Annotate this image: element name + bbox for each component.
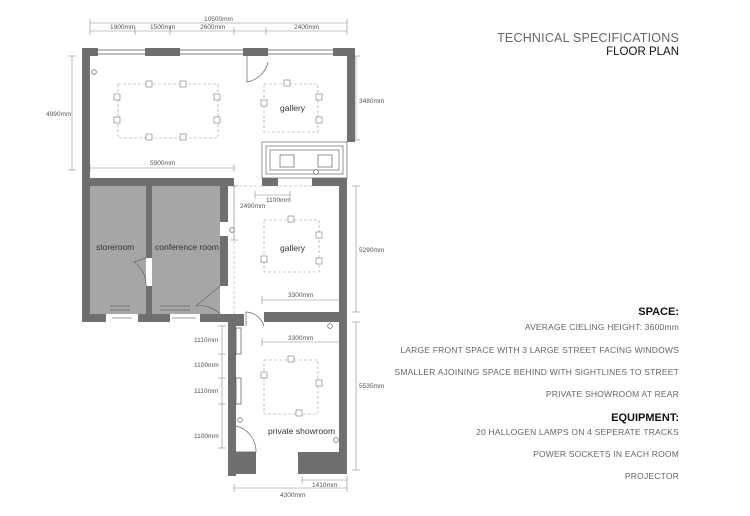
door-swings (133, 56, 269, 453)
dim-right-middle: 5290mm (359, 247, 384, 254)
top-windows (98, 49, 333, 55)
dim-mid-height-left: 2490mm (240, 203, 265, 210)
power-sockets (91, 69, 339, 443)
dim-top-3: 2600mm (200, 24, 225, 31)
dim-right-front: 3480mm (359, 98, 384, 105)
dim-left-height: 4990mm (46, 111, 71, 118)
dim-top-2: 1500mm (150, 24, 175, 31)
dimension-labels: 10500mm 1900mm 1500mm 2600mm 2400mm 4990… (46, 16, 384, 499)
dim-bottom-right: 1410mm (312, 482, 337, 489)
room-label-gallery-front: gallery (280, 103, 306, 113)
equipment-heading: EQUIPMENT: (611, 412, 679, 424)
space-line-4: PRIVATE SHOWROOM AT REAR (545, 389, 679, 399)
dim-right-rear: 5535mm (359, 383, 384, 390)
walls (82, 48, 355, 476)
corridor-lines (233, 185, 340, 314)
space-line-3: SMALLER AJOINING SPACE BEHIND WITH SIGHT… (394, 367, 679, 377)
equipment-line-3: PROJECTOR (624, 471, 679, 481)
room-label-showroom: private showroom (268, 426, 335, 436)
room-label-gallery-middle: gallery (280, 243, 306, 253)
dim-rear-width-top: 3300mm (288, 335, 313, 342)
halogen-lamps (113, 79, 323, 417)
storeroom-fill (90, 186, 146, 314)
space-heading: SPACE: (638, 306, 679, 318)
spec-title: TECHNICAL SPECIFICATIONS (497, 31, 679, 45)
dim-mid-width-top: 1100mm (266, 197, 291, 204)
conference-room-fill (152, 186, 220, 314)
dim-bottom-total: 4300mm (280, 492, 305, 499)
spec-subtitle: FLOOR PLAN (606, 46, 679, 58)
vent-grills (110, 305, 196, 319)
space-line-1: AVERAGE CIELING HEIGHT: 3600mm (524, 322, 679, 332)
dim-top-4: 2400mm (294, 24, 319, 31)
equipment-line-2: POWER SOCKETS IN EACH ROOM (533, 449, 679, 459)
room-labels: gallery gallery storeroom conference roo… (96, 103, 335, 436)
dim-overall-width: 10500mm (204, 16, 233, 23)
room-label-conference: conference room (155, 242, 219, 252)
dim-mid-width-bottom: 3300mm (288, 292, 313, 299)
dim-rear-left-3: 1110mm (194, 388, 218, 395)
dim-top-1: 1900mm (110, 24, 135, 31)
space-line-2: LARGE FRONT SPACE WITH 3 LARGE STREET FA… (400, 345, 679, 355)
stairs (261, 141, 348, 179)
dim-front-width: 5900mm (150, 160, 175, 167)
dim-rear-left-1: 1110mm (194, 337, 218, 344)
dim-rear-left-2: 1100mm (194, 362, 219, 369)
dim-rear-left-4: 1100mm (194, 433, 219, 440)
room-label-storeroom: storeroom (96, 242, 134, 252)
equipment-line-1: 20 HALLOGEN LAMPS ON 4 SEPERATE TRACKS (476, 427, 679, 437)
rear-windows (235, 327, 242, 405)
